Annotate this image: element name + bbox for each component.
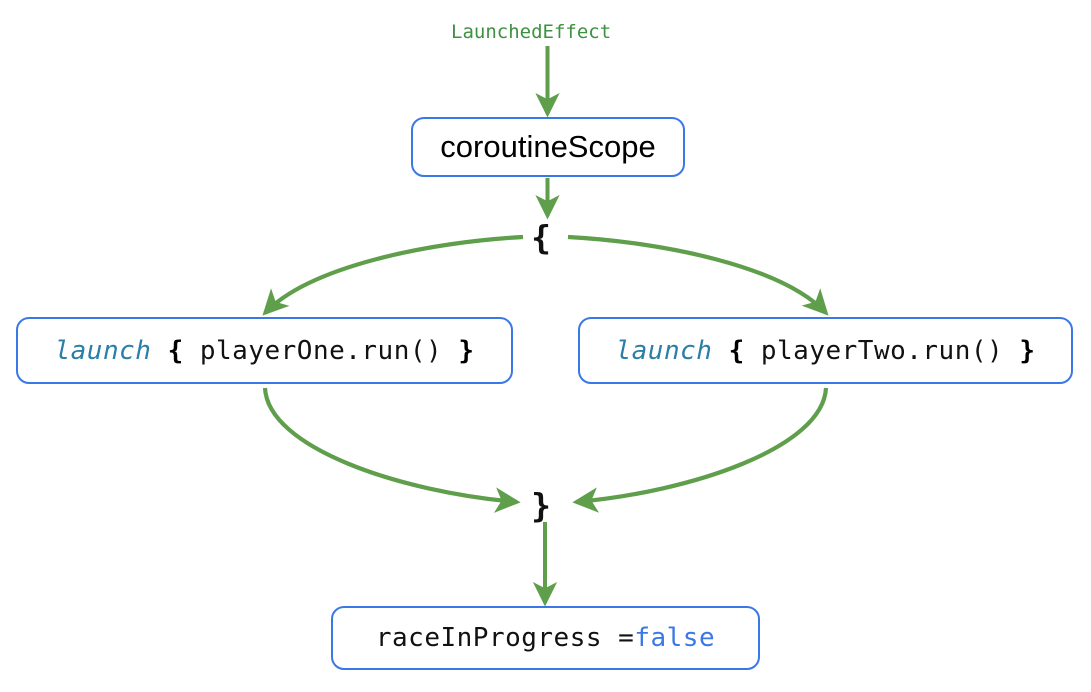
launch-one-body: playerOne.run() <box>199 335 443 366</box>
spacer-one-c <box>442 336 458 366</box>
spacer-two-b <box>745 336 761 366</box>
spacer-two-a <box>712 336 728 366</box>
node-race-in-progress-false[interactable]: raceInProgress = false <box>331 606 760 670</box>
node-brace-close: } <box>531 486 551 525</box>
launch-two-brace-close: } <box>1019 335 1036 366</box>
spacer-two-c <box>1003 336 1019 366</box>
node-coroutine-scope[interactable]: coroutineScope <box>411 117 685 177</box>
edge-brace-open-to-launch-two <box>567 234 829 316</box>
race-value-false: false <box>634 623 716 653</box>
node-launch-player-one[interactable]: launch { playerOne.run() } <box>16 317 513 384</box>
launched-effect-label: LaunchedEffect <box>451 21 612 43</box>
edge-launch-one-to-brace-close <box>262 387 521 513</box>
launch-keyword-one: launch <box>54 335 152 366</box>
node-brace-open: { <box>531 218 551 257</box>
launch-two-brace-open: { <box>728 335 745 366</box>
race-assignment-text: raceInProgress = <box>375 623 635 653</box>
edge-brace-open-to-launch-one <box>262 234 524 316</box>
spacer-one-b <box>184 336 200 366</box>
edge-launch-two-to-brace-close <box>572 387 829 513</box>
node-launch-player-two[interactable]: launch { playerTwo.run() } <box>578 317 1073 384</box>
spacer-one-a <box>151 336 167 366</box>
launch-two-body: playerTwo.run() <box>760 335 1004 366</box>
node-coroutine-scope-label: coroutineScope <box>440 129 656 164</box>
launch-one-brace-open: { <box>167 335 184 366</box>
launch-one-brace-close: } <box>458 335 475 366</box>
launch-keyword-two: launch <box>615 335 713 366</box>
